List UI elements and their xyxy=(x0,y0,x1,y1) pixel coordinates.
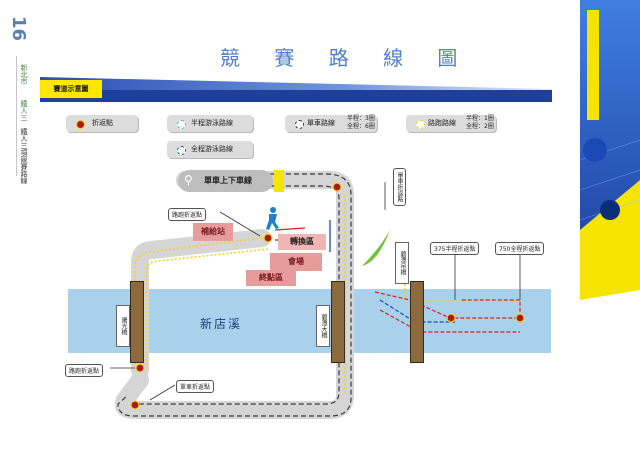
legend-turn: 折返點 xyxy=(66,115,138,132)
legend-run: 路跑路線 半程：1圈 全程：2圈 xyxy=(406,115,496,132)
bridge-left xyxy=(130,281,144,363)
right-decor-panel xyxy=(565,0,640,468)
legend-half-swim: 半程游泳路線 xyxy=(167,115,253,132)
bridge-right xyxy=(410,281,424,363)
divider xyxy=(16,56,17,176)
legend-full-swim-label: 全程游泳路線 xyxy=(191,145,233,153)
side-label-2: 鐵人三 xyxy=(20,100,28,121)
legend-bike-lap-full: 全程：6圈 xyxy=(347,123,375,130)
venue-area: 會場 xyxy=(270,253,322,271)
legend-half-swim-label: 半程游泳路線 xyxy=(191,119,233,127)
page-title: 競 賽 路 線 圖 xyxy=(220,46,472,70)
bike-mount-label: 單車上下車線 xyxy=(204,176,252,185)
swim-375-turn-label: 375半程折返點 xyxy=(430,242,480,255)
bridge-mid-label: 碧潭大橋 xyxy=(316,305,330,347)
finish-area: 終點區 xyxy=(246,270,296,286)
run-icon xyxy=(416,120,425,129)
route-map xyxy=(110,171,525,419)
bike-icon xyxy=(295,120,304,129)
bicycle-icon: ⚲ xyxy=(184,173,193,187)
turn-dots xyxy=(130,182,525,410)
legend-turn-label: 折返點 xyxy=(92,119,113,127)
legend-bike-lap-half: 半程：3圈 xyxy=(347,115,375,122)
bike-turn-label-bottom: 單車折返點 xyxy=(176,380,215,393)
legend-run-lap-full: 全程：2圈 xyxy=(466,123,494,130)
legend-run-label: 路跑路線 xyxy=(428,119,456,127)
legend-bike-label: 單車路線 xyxy=(307,119,335,127)
header-band-dark xyxy=(40,90,552,102)
legend-bike: 單車路線 半程：3圈 全程：6圈 xyxy=(285,115,377,132)
transition-area: 轉換區 xyxy=(278,234,326,250)
road-band xyxy=(114,171,354,419)
bike-turn-label-right: 單車折返點 xyxy=(393,168,406,206)
callout-lines xyxy=(110,182,521,401)
bridge-mid xyxy=(331,281,345,363)
river-label: 新店溪 xyxy=(200,317,243,331)
side-label-1: 新北市 xyxy=(20,64,28,85)
mount-line-marker xyxy=(274,170,284,192)
left-margin: 16 新北市 鐵人三 鐵人三項競賽路線 xyxy=(0,0,30,468)
swim-750-turn-label: 750全程折返點 xyxy=(495,242,545,255)
run-turn-label-top: 路跑折返點 xyxy=(168,208,207,221)
legend-full-swim: 全程游泳路線 xyxy=(167,141,253,158)
full-swim-icon xyxy=(177,146,186,155)
turn-dot-icon xyxy=(76,120,85,129)
side-label-3: 鐵人三項競賽路線 xyxy=(20,128,28,184)
legend-run-lap-half: 半程：1圈 xyxy=(466,115,494,122)
leaf-icon xyxy=(362,230,390,266)
bridge-right-label: 碧潭吊橋 xyxy=(395,242,409,284)
half-swim-icon xyxy=(177,120,186,129)
bike-mount-bar: ⚲ 單車上下車線 xyxy=(178,170,273,192)
runner-icon xyxy=(266,207,279,230)
supply-station: 補給站 xyxy=(193,223,233,241)
bridge-left-label: 陽光橋 xyxy=(116,305,130,347)
swim-paths xyxy=(374,291,521,333)
run-turn-label-bottom: 路跑折返點 xyxy=(65,364,104,377)
header-tab: 賽道示意圖 xyxy=(40,80,102,98)
bike-path xyxy=(117,173,352,417)
